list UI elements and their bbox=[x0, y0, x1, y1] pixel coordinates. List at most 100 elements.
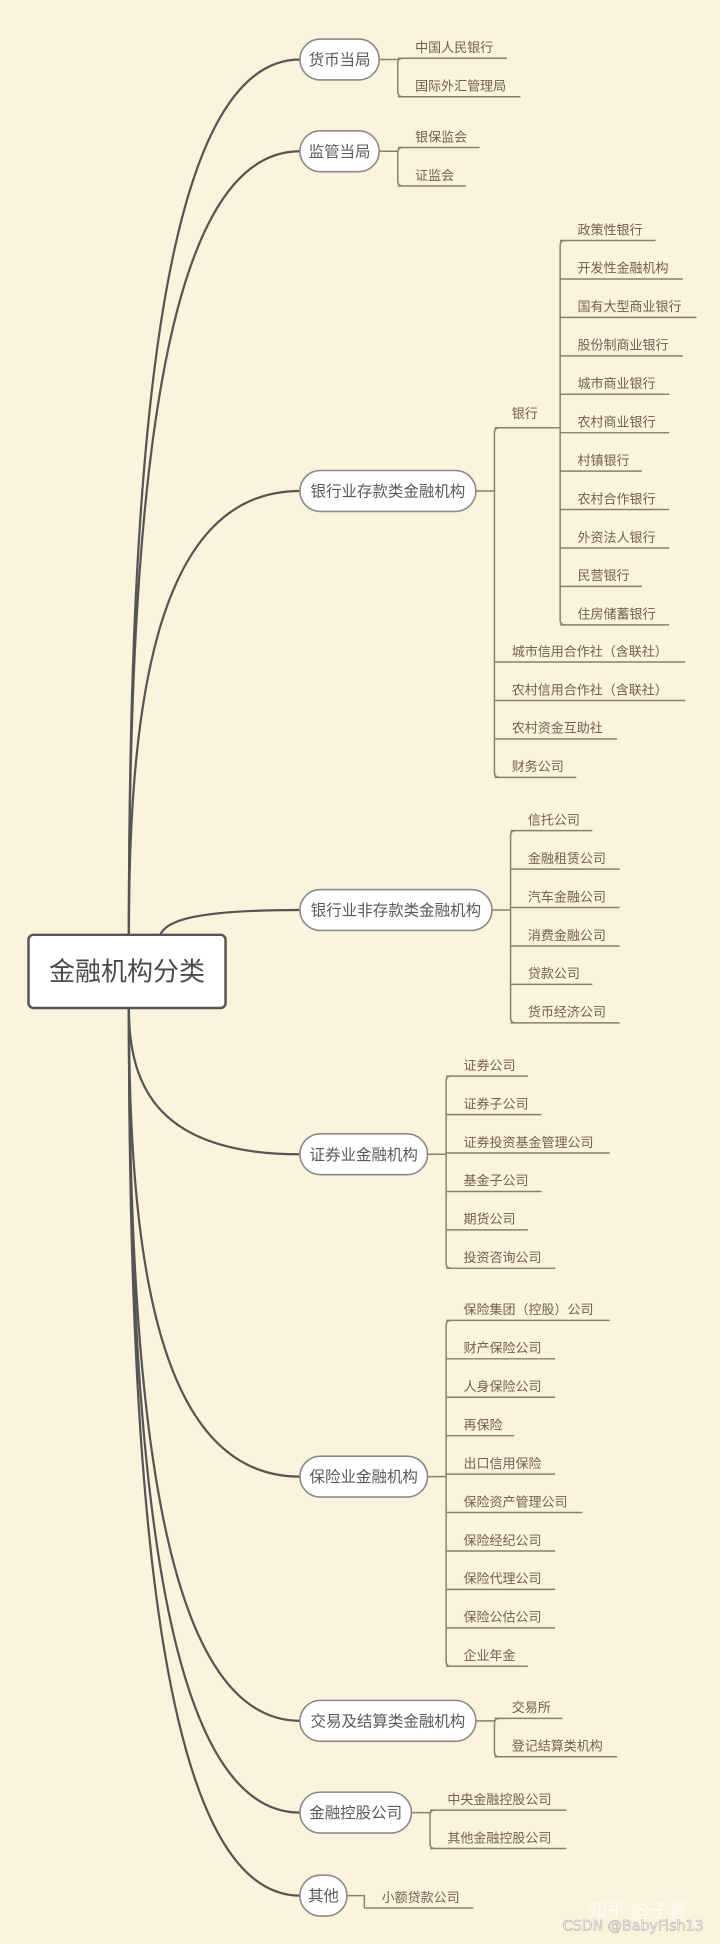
leaf-label: 投资咨询公司 bbox=[463, 1250, 541, 1266]
leaf-label: 城市商业银行 bbox=[577, 376, 655, 392]
leaf-label: 期货公司 bbox=[463, 1212, 515, 1228]
branch-node[interactable]: 监管当局 bbox=[299, 129, 381, 173]
leaf-item[interactable]: 城市商业银行 bbox=[560, 376, 670, 395]
leaf-label: 国有大型商业银行 bbox=[577, 300, 681, 315]
leaf-item[interactable]: 国际外汇管理局 bbox=[397, 80, 521, 98]
leaf-item[interactable]: 农村资金互助社 bbox=[494, 721, 618, 740]
leaf-label: 汽车金融公司 bbox=[528, 889, 606, 905]
leaf-item[interactable]: 货币经济公司 bbox=[510, 1005, 620, 1024]
leaf-label: 农村合作银行 bbox=[577, 492, 655, 507]
leaf-item[interactable]: 保险代理公司 bbox=[446, 1572, 556, 1591]
leaf-label: 保险公估公司 bbox=[463, 1611, 541, 1626]
branch-node[interactable]: 货币当局 bbox=[299, 38, 381, 81]
leaf-item[interactable]: 中国人民银行 bbox=[397, 41, 507, 60]
leaf-item[interactable]: 中央金融控股公司 bbox=[430, 1792, 567, 1811]
leaf-label: 消费金融公司 bbox=[528, 928, 606, 944]
leaf-item[interactable]: 交易所 bbox=[494, 1700, 563, 1720]
leaf-item[interactable]: 人身保险公司 bbox=[446, 1379, 556, 1398]
branch-connector bbox=[127, 58, 300, 935]
leaf-label: 证券投资基金管理公司 bbox=[463, 1135, 593, 1151]
bracket-line bbox=[397, 146, 403, 187]
leaf-label: 出口信用保险 bbox=[463, 1457, 541, 1472]
leaf-label: 农村资金互助社 bbox=[512, 721, 603, 737]
branch-label: 监管当局 bbox=[309, 143, 371, 161]
leaf-label: 农村商业银行 bbox=[577, 415, 655, 430]
leaf-item[interactable]: 基金子公司 bbox=[446, 1173, 542, 1193]
leaf-item[interactable]: 证监会 bbox=[397, 169, 466, 187]
leaf-label: 企业年金 bbox=[463, 1648, 515, 1664]
leaf-label: 货币经济公司 bbox=[528, 1005, 606, 1021]
leaf-item[interactable]: 农村合作银行 bbox=[560, 492, 670, 511]
branch-node[interactable]: 证券业金融机构 bbox=[299, 1132, 429, 1176]
leaf-item[interactable]: 政策性银行 bbox=[560, 222, 656, 242]
bracket-line bbox=[493, 426, 500, 779]
branch-connector bbox=[127, 150, 300, 935]
leaf-item[interactable]: 证券子公司 bbox=[446, 1096, 542, 1116]
branch-connector bbox=[127, 1007, 300, 1814]
leaf-item[interactable]: 其他金融控股公司 bbox=[430, 1830, 567, 1850]
branch-node[interactable]: 保险业金融机构 bbox=[299, 1455, 429, 1498]
branch-label: 保险业金融机构 bbox=[310, 1468, 418, 1486]
root-node[interactable]: 金融机构分类 bbox=[27, 933, 227, 1010]
leaf-item[interactable]: 财务公司 bbox=[494, 759, 577, 779]
leaf-item[interactable]: 消费金融公司 bbox=[510, 928, 620, 947]
branch-node[interactable]: 金融控股公司 bbox=[299, 1791, 413, 1834]
leaf-label: 银保监会 bbox=[415, 130, 467, 145]
branch-connector bbox=[127, 1007, 300, 1722]
leaf-item[interactable]: 信托公司 bbox=[510, 813, 593, 832]
leaf-label: 村镇银行 bbox=[577, 454, 629, 469]
leaf-item[interactable]: 小额贷款公司 bbox=[364, 1891, 474, 1909]
leaf-item[interactable]: 企业年金 bbox=[446, 1648, 528, 1668]
leaf-item[interactable]: 银保监会 bbox=[397, 130, 480, 149]
bracket-line bbox=[509, 829, 516, 1024]
branch-node[interactable]: 其他 bbox=[299, 1874, 348, 1917]
leaf-item[interactable]: 村镇银行 bbox=[560, 454, 642, 472]
leaf-item[interactable]: 出口信用保险 bbox=[446, 1457, 556, 1475]
leaf-item[interactable]: 外资法人银行 bbox=[560, 531, 670, 549]
branch-node[interactable]: 银行业存款类金融机构 bbox=[299, 469, 477, 513]
bracket-line bbox=[445, 1319, 452, 1668]
bracket-line bbox=[493, 1717, 500, 1758]
branch-label: 其他 bbox=[308, 1887, 339, 1905]
leaf-label: 保险资产管理公司 bbox=[463, 1495, 567, 1510]
watermark-zhihu: 知乎 @子青 bbox=[589, 1901, 688, 1922]
branch-label: 交易及结算类金融机构 bbox=[310, 1711, 465, 1730]
leaf-label: 人身保险公司 bbox=[463, 1379, 541, 1395]
bracket-line bbox=[397, 57, 403, 98]
leaf-item[interactable]: 期货公司 bbox=[446, 1212, 528, 1231]
branch-connector bbox=[127, 1007, 300, 1156]
branch-label: 证券业金融机构 bbox=[310, 1146, 418, 1164]
leaf-item[interactable]: 城市信用合作社（含联社） bbox=[494, 644, 686, 663]
leaf-label: 保险代理公司 bbox=[463, 1572, 541, 1587]
leaf-item[interactable]: 国有大型商业银行 bbox=[560, 300, 697, 319]
leaf-item[interactable]: 财产保险公司 bbox=[446, 1342, 556, 1360]
leaf-item[interactable]: 民营银行 bbox=[560, 569, 642, 588]
leaf-item[interactable]: 保险公估公司 bbox=[446, 1611, 556, 1629]
leaf-item[interactable]: 保险资产管理公司 bbox=[446, 1495, 583, 1514]
leaf-item[interactable]: 汽车金融公司 bbox=[510, 889, 620, 909]
branch-node[interactable]: 交易及结算类金融机构 bbox=[299, 1699, 477, 1743]
branch-connector bbox=[127, 489, 300, 935]
leaf-item[interactable]: 金融租赁公司 bbox=[510, 851, 620, 870]
leaf-label: 保险经纪公司 bbox=[463, 1534, 541, 1549]
leaf-item[interactable]: 贷款公司 bbox=[510, 967, 593, 986]
leaf-item[interactable]: 开发性金融机构 bbox=[560, 261, 683, 280]
leaf-item[interactable]: 证券投资基金管理公司 bbox=[446, 1135, 610, 1154]
leaf-item[interactable]: 再保险 bbox=[446, 1418, 515, 1437]
leaf-item[interactable]: 证券公司 bbox=[446, 1058, 528, 1077]
leaf-item[interactable]: 投资咨询公司 bbox=[446, 1250, 556, 1270]
leaf-item[interactable]: 住房储蓄银行 bbox=[560, 607, 670, 626]
leaf-label: 其他金融控股公司 bbox=[447, 1830, 551, 1846]
leaf-label: 再保险 bbox=[463, 1418, 502, 1433]
leaf-item[interactable]: 保险集团（控股）公司 bbox=[446, 1302, 610, 1322]
leaf-item[interactable]: 农村商业银行 bbox=[560, 415, 670, 434]
leaf-item[interactable]: 保险经纪公司 bbox=[446, 1534, 556, 1552]
leaf-label: 证券子公司 bbox=[463, 1096, 528, 1112]
branch-node[interactable]: 银行业非存款类金融机构 bbox=[299, 888, 493, 932]
leaf-item[interactable]: 登记结算类机构 bbox=[494, 1740, 618, 1758]
sub-branch[interactable]: 银行 bbox=[494, 407, 561, 429]
leaf-label: 外资法人银行 bbox=[577, 531, 655, 546]
leaf-item[interactable]: 股份制商业银行 bbox=[560, 339, 683, 357]
leaf-item[interactable]: 农村信用合作社（含联社） bbox=[494, 682, 686, 702]
